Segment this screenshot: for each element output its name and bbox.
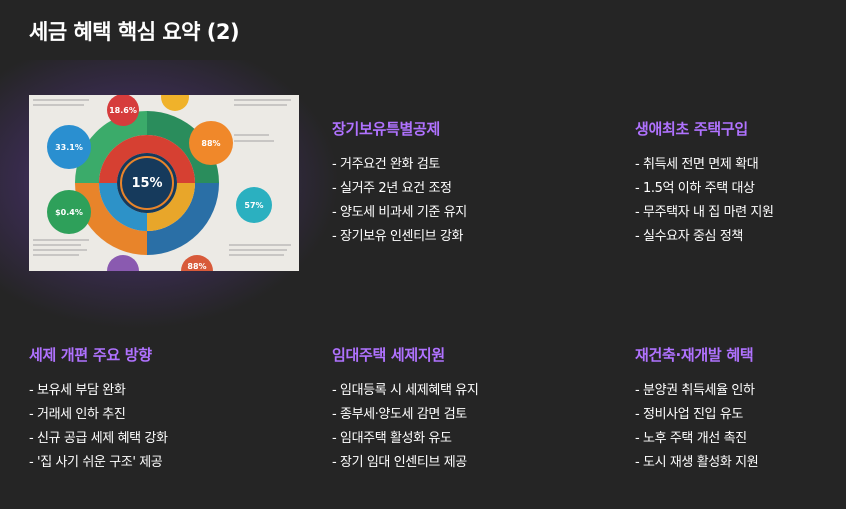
list-item: - 장기보유 인센티브 강화: [332, 229, 464, 244]
list-item: - 종부세·양도세 감면 검토: [332, 407, 467, 422]
section-long-term-deduction: 장기보유특별공제 - 거주요건 완화 검토 - 실거주 2년 요건 조정 - 양…: [332, 118, 532, 249]
list-item: - 실수요자 중심 정책: [635, 229, 743, 244]
list-item: - 무주택자 내 집 마련 지원: [635, 205, 774, 220]
section-rental-housing-support: 임대주택 세제지원 - 임대등록 시 세제혜택 유지 - 종부세·양도세 감면 …: [332, 344, 532, 475]
list-item: - 도시 재생 활성화 지원: [635, 455, 759, 470]
section-tax-reform-direction: 세제 개편 주요 방향 - 보유세 부담 완화 - 거래세 인하 추진 - 신규…: [29, 344, 229, 475]
bubble-5: 18.6%: [109, 106, 137, 115]
bubble-6: 88%: [187, 262, 206, 271]
section-heading: 세제 개편 주요 방향: [29, 346, 152, 364]
section-first-home-purchase: 생애최초 주택구입 - 취득세 전면 면제 확대 - 1.5억 이하 주택 대상…: [635, 118, 835, 249]
infographic-image: 15% 33.1% 88% $0.4% 57% 18.6% 88%: [29, 95, 299, 271]
list-item: - 정비사업 진입 유도: [635, 407, 743, 422]
list-item: - 임대주택 활성화 유도: [332, 431, 452, 446]
bubble-1: 33.1%: [55, 143, 83, 152]
list-item: - '집 사기 쉬운 구조' 제공: [29, 455, 163, 470]
section-heading: 임대주택 세제지원: [332, 346, 445, 364]
list-item: - 신규 공급 세제 혜택 강화: [29, 431, 168, 446]
bubble-2: 88%: [201, 139, 220, 148]
list-item: - 노후 주택 개선 촉진: [635, 431, 747, 446]
section-redevelopment-benefits: 재건축·재개발 혜택 - 분양권 취득세율 인하 - 정비사업 진입 유도 - …: [635, 344, 835, 475]
bubble-4: 57%: [244, 201, 263, 210]
list-item: - 취득세 전면 면제 확대: [635, 157, 759, 172]
list-item: - 임대등록 시 세제혜택 유지: [332, 383, 479, 398]
page-title: 세금 혜택 핵심 요약 (2): [29, 20, 240, 44]
bubble-3: $0.4%: [55, 208, 83, 217]
list-item: - 실거주 2년 요건 조정: [332, 181, 452, 196]
list-item: - 분양권 취득세율 인하: [635, 383, 755, 398]
list-item: - 거주요건 완화 검토: [332, 157, 440, 172]
list-item: - 양도세 비과세 기준 유지: [332, 205, 467, 220]
section-heading: 재건축·재개발 혜택: [635, 346, 754, 364]
list-item: - 거래세 인하 추진: [29, 407, 126, 422]
list-item: - 장기 임대 인센티브 제공: [332, 455, 467, 470]
section-heading: 생애최초 주택구입: [635, 120, 748, 138]
list-item: - 보유세 부담 완화: [29, 383, 126, 398]
list-item: - 1.5억 이하 주택 대상: [635, 181, 755, 196]
center-label: 15%: [131, 176, 162, 191]
section-heading: 장기보유특별공제: [332, 120, 441, 138]
